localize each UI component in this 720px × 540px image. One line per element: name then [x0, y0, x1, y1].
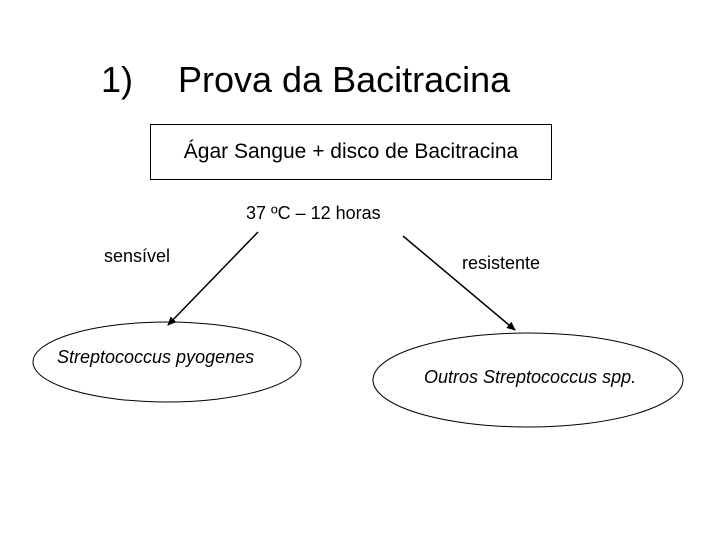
title-number: 1)	[101, 59, 134, 100]
arrow-resistant	[402, 235, 516, 331]
result-label-left: Streptococcus pyogenes	[57, 347, 255, 367]
result-oval-right	[372, 332, 684, 428]
result-label-right: Outros Streptococcus spp.	[424, 367, 637, 387]
medium-box: Ágar Sangue + disco de Bacitracina	[150, 124, 552, 180]
arrow-sensitive	[167, 231, 259, 326]
result-oval-left	[32, 321, 302, 403]
medium-label: Ágar Sangue + disco de Bacitracina	[183, 140, 519, 163]
branch-label-resistant: resistente	[462, 253, 541, 273]
incubation-label: 37 ºC – 12 horas	[246, 203, 381, 223]
page-title: Prova da Bacitracina	[178, 59, 511, 100]
branch-label-sensitive: sensível	[104, 246, 171, 266]
